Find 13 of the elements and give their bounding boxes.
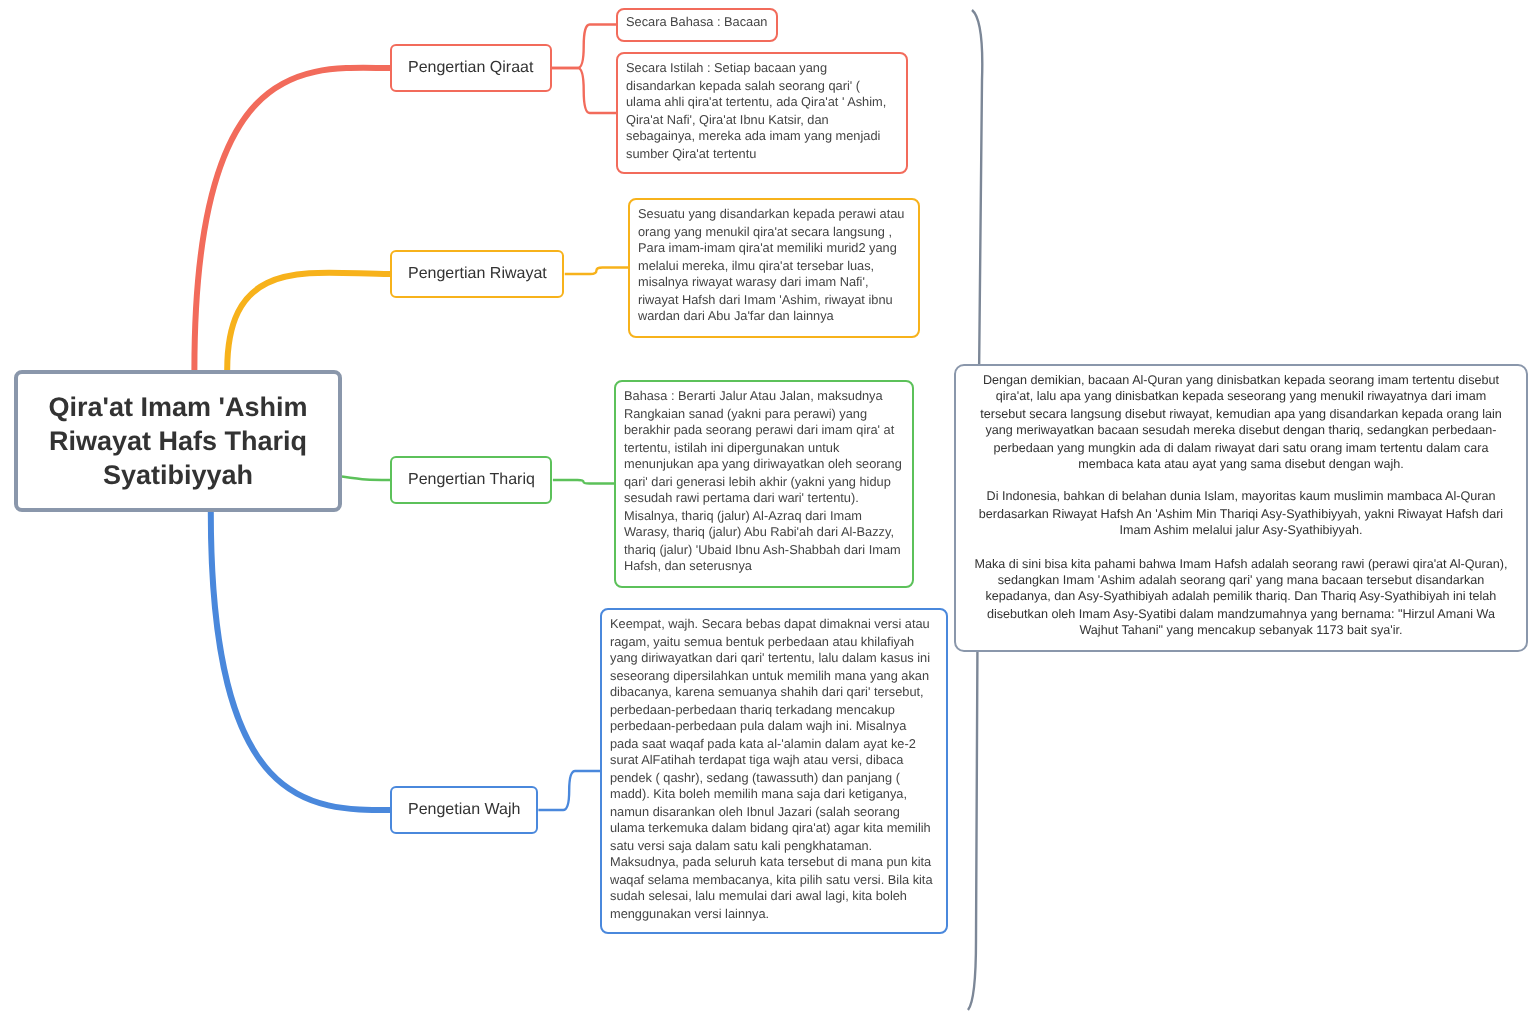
branch-connector — [224, 269, 391, 371]
central-topic: Qira'at Imam 'Ashim Riwayat Hafs Thariq Syatibiyyah — [14, 370, 342, 512]
topic-box: Pengertian Thariq — [390, 456, 553, 504]
topic-box: Pengertian Riwayat — [390, 250, 565, 298]
branch-connector — [552, 478, 614, 485]
branch-connector — [207, 511, 391, 813]
branch-connector — [551, 66, 616, 115]
branch-connector — [341, 475, 390, 482]
branch-connector — [538, 769, 600, 812]
branch-connector — [191, 64, 391, 371]
topic-box: Pengetian Wajh — [390, 786, 539, 834]
branch-connector — [564, 266, 628, 276]
topic-box: Pengertian Qiraat — [390, 44, 552, 92]
